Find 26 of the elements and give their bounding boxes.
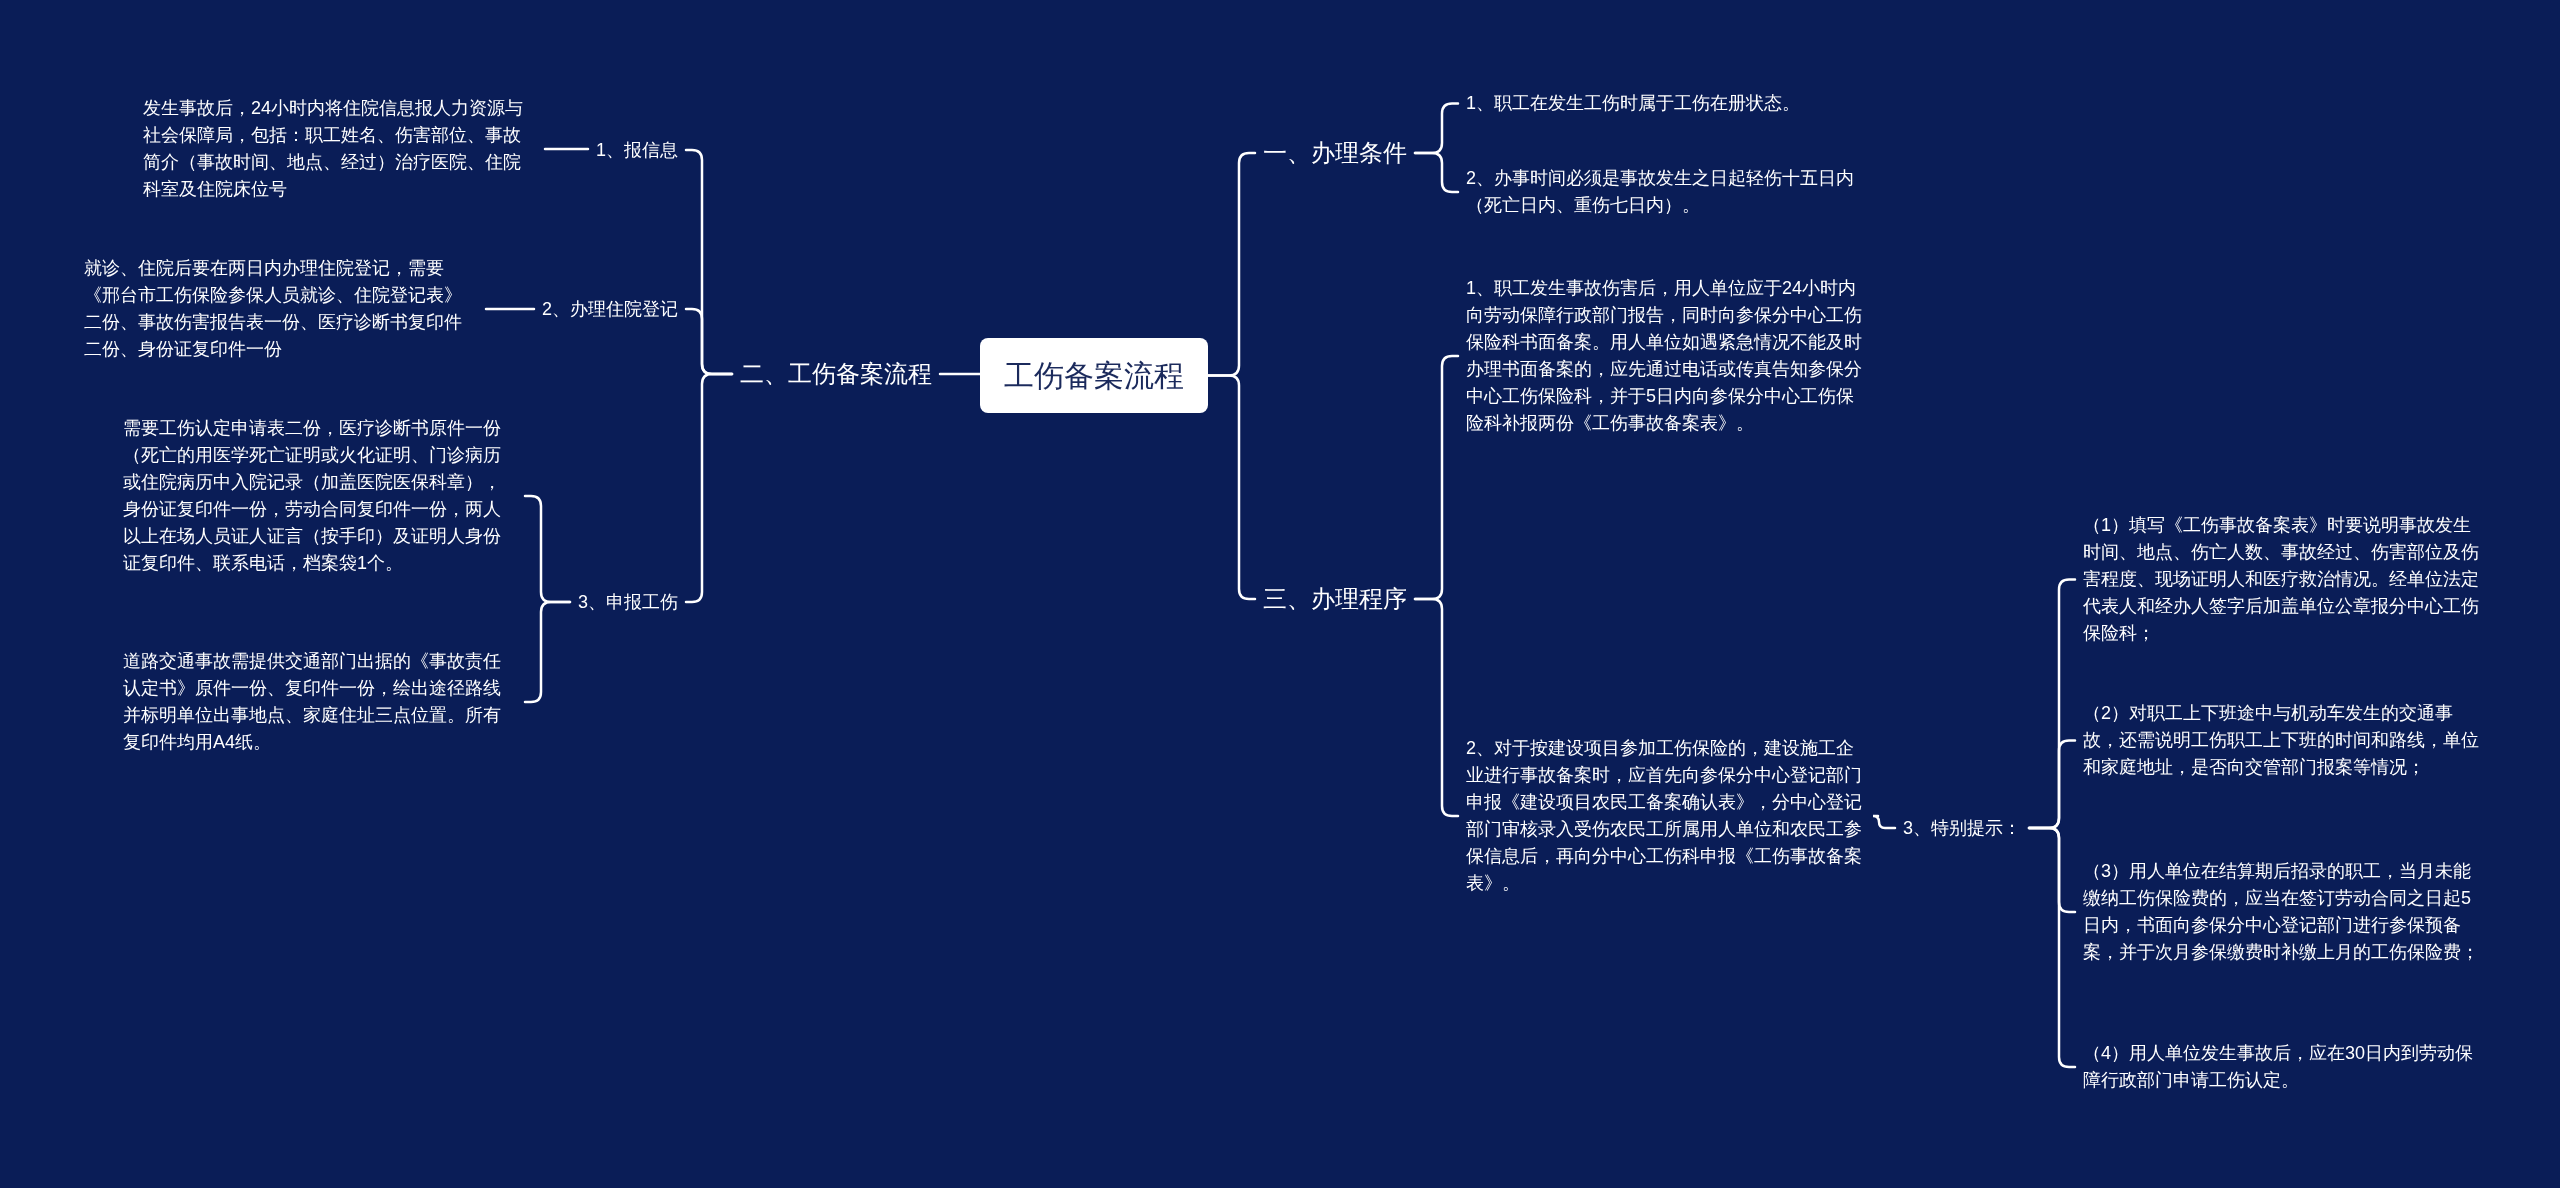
note-text: 2、办事时间必须是事故发生之日起轻伤十五日内（死亡日内、重伤七日内）。 (1458, 165, 1878, 219)
connector-line (1871, 814, 1897, 830)
subtopic-label: 1、报信息 (588, 136, 686, 164)
note-text: （1）填写《工伤事故备案表》时要说明事故发生时间、地点、伤亡人数、事故经过、伤害部位及伤害程度、现场证明人和医疗救治情况。经单位法定代表人和经办人签字后加盖单位公章报分中心工伤保险科； (2075, 512, 2495, 647)
subtopic-label: 2、办理住院登记 (534, 295, 686, 323)
branch-topic: 一、办理条件 (1255, 135, 1415, 171)
branch-topic: 二、工伤备案流程 (732, 356, 940, 392)
connector-line (543, 147, 590, 151)
root-topic: 工伤备案流程 (980, 338, 1208, 413)
note-text: 2、对于按建设项目参加工伤保险的，建设施工企业进行事故备案时，应首先向参保分中心登记部门申报《建设项目农民工备案确认表》，分中心登记部门审核录入受伤农民工所属用人单位和农民工参保信息后，再向分中心工伤科申报《工伤事故备案表》。 (1458, 735, 1878, 897)
note-text: 就诊、住院后要在两日内办理住院登记，需要《邢台市工伤保险参保人员就诊、住院登记表》二份、事故伤害报告表一份、医疗诊断书复印件二份、身份证复印件一份 (76, 255, 486, 363)
note-text: （4）用人单位发生事故后，应在30日内到劳动保障行政部门申请工伤认定。 (2075, 1040, 2495, 1094)
connector-line (1206, 374, 1257, 601)
connector-line (938, 372, 982, 376)
note-text: （2）对职工上下班途中与机动车发生的交通事故，还需说明工伤职工上下班的时间和路线，单位和家庭地址，是否向交管部门报案等情况； (2075, 700, 2495, 781)
note-text: 需要工伤认定申请表二份，医疗诊断书原件一份（死亡的用医学死亡证明或火化证明、门诊病历或住院病历中入院记录（加盖医院医保科章），身份证复印件一份，劳动合同复印件一份，两人以上在场人员证人证言（按手印）及证明人身份证复印件、联系电话，档案袋1个。 (115, 415, 525, 577)
branch-topic: 三、办理程序 (1255, 581, 1415, 617)
connector-line (1413, 151, 1460, 194)
subtopic-label: 3、特别提示： (1895, 814, 2029, 842)
note-text: 1、职工发生事故伤害后，用人单位应于24小时内向劳动保障行政部门报告，同时向参保分中心工伤保险科书面备案。用人单位如遇紧急情况不能及时办理书面备案的，应先通过电话或传真告知参保分中心工伤保险科，并于5日内向参保分中心工伤保险科补报两份《工伤事故备案表》。 (1458, 275, 1878, 437)
connector-line (484, 307, 536, 311)
note-text: 发生事故后，24小时内将住院信息报人力资源与社会保障局，包括：职工姓名、伤害部位、事故简介（事故时间、地点、经过）治疗医院、住院科室及住院床位号 (135, 95, 545, 203)
note-text: 道路交通事故需提供交通部门出据的《事故责任认定书》原件一份、复印件一份，绘出途径路线并标明单位出事地点、家庭住址三点位置。所有复印件均用A4纸。 (115, 648, 525, 756)
note-text: （3）用人单位在结算期后招录的职工，当月未能缴纳工伤保险费的，应当在签订劳动合同之日起5日内，书面向参保分中心登记部门进行参保预备案，并于次月参保缴费时补缴上月的工伤保险费； (2075, 858, 2495, 966)
note-text: 1、职工在发生工伤时属于工伤在册状态。 (1458, 90, 1878, 117)
subtopic-label: 3、申报工伤 (570, 588, 686, 616)
